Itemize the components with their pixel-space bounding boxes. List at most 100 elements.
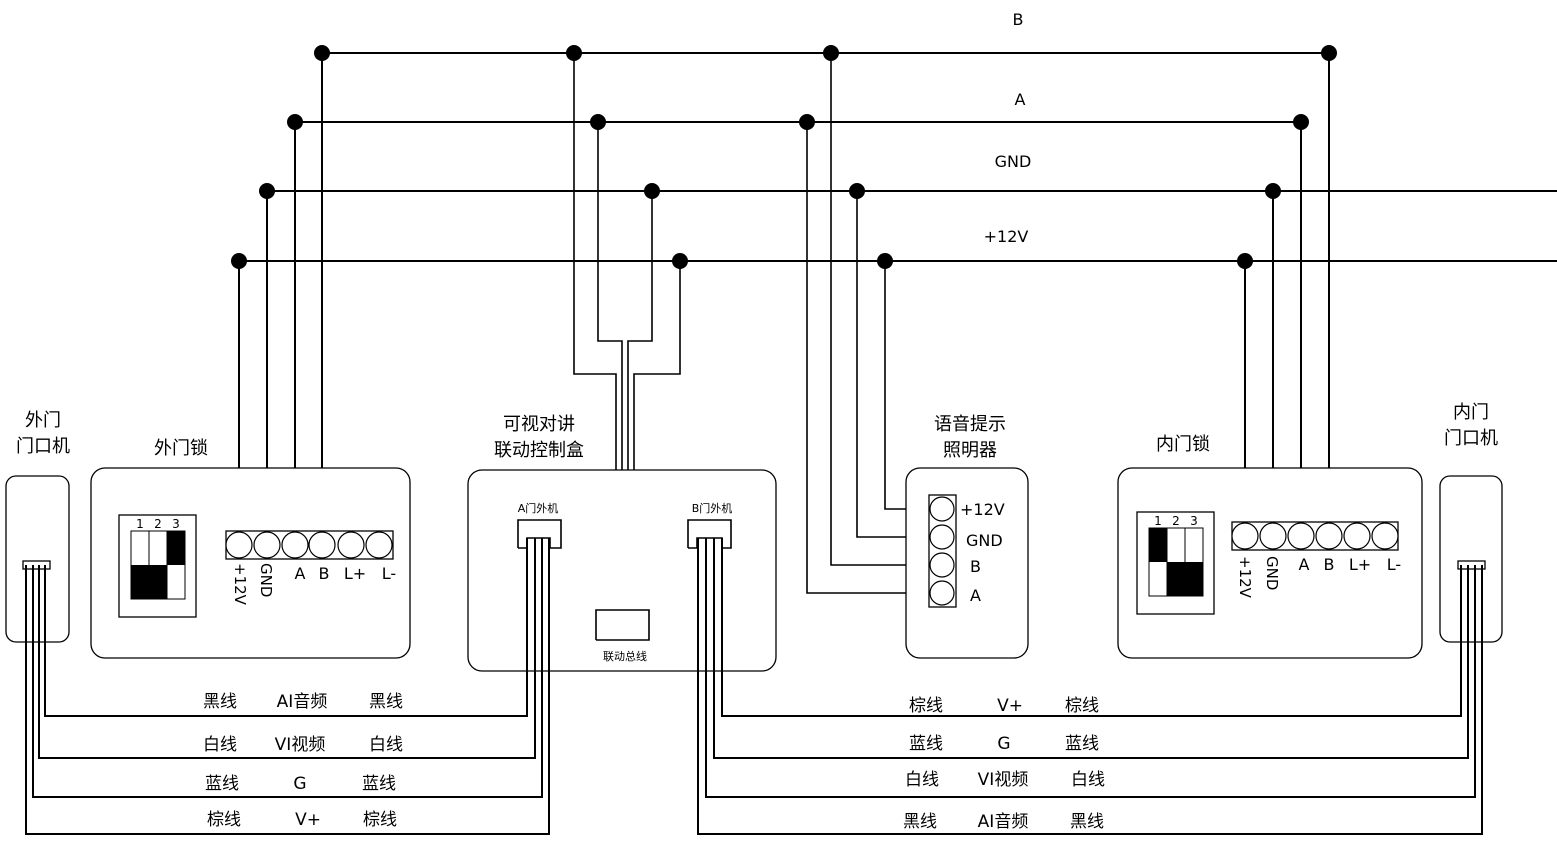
inner-unit-body [1439,475,1503,643]
controller-body [467,469,777,672]
wire-color-label: 棕线 [909,696,943,716]
left-wire-blue [32,538,543,798]
voice-terminal-gnd: GND [966,531,1003,550]
wire-signal-label: VI视频 [275,735,326,755]
bus-label-gnd: GND [995,152,1032,171]
controller-bus-port [595,609,650,641]
inner-terminal-pin [1343,522,1371,550]
outer-terminal-b: B [319,564,330,583]
voice-b-wire [830,53,930,566]
outer-dip-label-2: 2 [154,517,162,531]
junction-dot [259,183,275,199]
junction-dot [1265,183,1281,199]
outer-terminal-pin [365,531,393,559]
junction-dot [1321,45,1337,61]
outer-terminal-pin [225,531,253,559]
wire-color-label: 棕线 [207,810,241,830]
voice-terminal-pin [929,496,955,522]
outer-dip-knob-3 [167,531,185,565]
wire-signal-label: G [997,734,1010,754]
left-wire-brown [25,538,550,835]
voice-terminal-12v: +12V [960,500,1005,519]
inner-terminal-lminus: L- [1387,555,1401,574]
voice-title-line1: 语音提示 [934,414,1006,435]
inner-dip-knob-1 [1149,528,1167,562]
outer-terminal-pin [281,531,309,559]
wire-color-label: 黑线 [369,692,403,712]
inner-terminal-lplus: L+ [1349,555,1371,574]
wire-color-label: 黑线 [903,812,937,832]
outer-terminal-lplus: L+ [344,564,366,583]
junction-dot [672,253,688,269]
left-wire-labels: 黑线 AI音频 黑线 白线 VI视频 白线 蓝线 G 蓝线 棕线 V+ 棕线 [203,692,403,830]
outer-terminal-pin [253,531,281,559]
inner-terminal-pin [1287,522,1315,550]
outer-terminal-pin [337,531,365,559]
inner-terminal-12v: +12V [1236,556,1254,599]
voice-lighting-device: 语音提示 照明器 +12V GND B A [905,414,1029,659]
wire-signal-label: V+ [997,696,1023,716]
voice-a-wire [806,122,930,594]
inner-door-unit: 内门 门口机 [1439,402,1503,643]
outer-door-unit: 外门 门口机 [5,410,70,643]
inner-terminal-a: A [1299,555,1310,574]
left-wire-white [38,538,536,759]
outer-unit-label-line2: 门口机 [16,436,70,457]
outer-terminal-12v: +12V [231,563,249,606]
wire-color-label: 白线 [369,735,403,755]
outer-terminal-a: A [295,564,306,583]
outer-unit-label-line1: 外门 [25,410,61,431]
wire-color-label: 蓝线 [1065,734,1099,754]
junction-dot [644,183,660,199]
outer-terminal-gnd: GND [257,563,275,597]
bus-label-a: A [1015,90,1026,109]
outer-dip-knob-1 [131,565,149,599]
wire-signal-label: G [293,774,306,794]
wire-color-label: 黑线 [1070,812,1104,832]
junction-dot [799,114,815,130]
junction-dot [287,114,303,130]
outer-lock: 外门锁 1 2 3 +12V GND A B L+ L- [90,438,411,659]
inner-terminal-gnd: GND [1263,556,1281,590]
junction-dot [1293,114,1309,130]
wire-color-label: 棕线 [363,810,397,830]
outer-dip-knob-2 [149,565,167,599]
controller-port-b-label: B门外机 [692,501,733,515]
junction-dot [314,45,330,61]
wire-color-label: 棕线 [1065,696,1099,716]
wire-color-label: 蓝线 [362,774,396,794]
bus-label-b: B [1013,10,1024,29]
outer-unit-connector [22,560,51,570]
junction-dot [1237,253,1253,269]
outer-dip-label-3: 3 [172,517,180,531]
left-wire-black [44,538,528,717]
voice-terminal-a: A [970,586,981,605]
outer-unit-body [5,475,70,643]
wire-color-label: 蓝线 [205,774,239,794]
voice-terminal-pin [929,552,955,578]
wire-color-label: 白线 [1071,770,1105,790]
inner-lock: 内门锁 1 2 3 +12V GND A B L+ L- [1117,434,1423,659]
inner-dip-label-2: 2 [1172,514,1180,528]
inner-unit-label-line2: 门口机 [1444,428,1498,449]
bus-label-12v: +12V [984,227,1029,246]
wire-color-label: 黑线 [203,692,237,712]
inner-terminal-pin [1371,522,1399,550]
right-wire-blue [713,538,1469,759]
inner-dip-knob-3 [1185,562,1203,596]
inner-dip-label-1: 1 [1154,514,1162,528]
voice-terminal-pin [929,524,955,550]
wire-signal-label: V+ [295,810,321,830]
inner-terminal-pin [1315,522,1343,550]
right-wire-black [697,538,1483,835]
inner-terminal-b: B [1324,555,1335,574]
inner-lock-title: 内门锁 [1156,434,1210,455]
outer-dip-label-1: 1 [136,517,144,531]
wire-color-label: 白线 [203,735,237,755]
junction-dot [877,253,893,269]
inner-dip-label-3: 3 [1190,514,1198,528]
right-wire-brown [721,538,1462,717]
controller-port-a-label: A门外机 [518,501,559,515]
wire-signal-label: AI音频 [277,692,328,712]
